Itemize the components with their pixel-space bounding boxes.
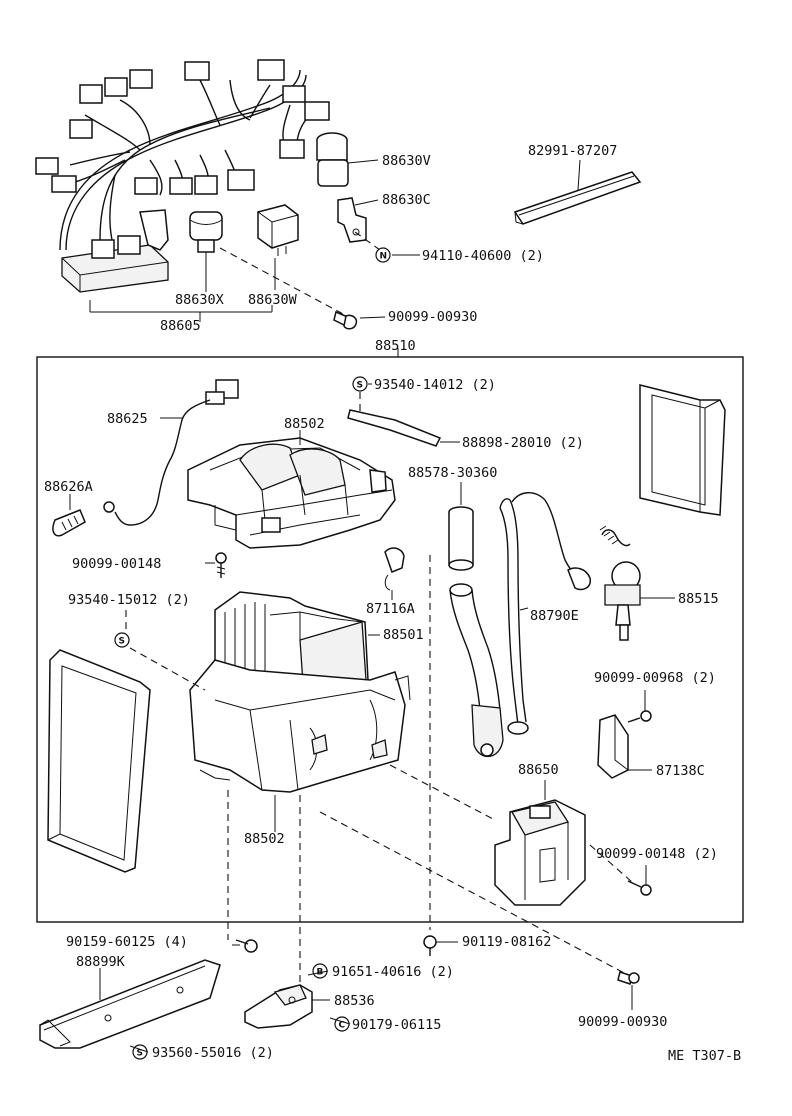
symbol-c: C bbox=[339, 1021, 346, 1031]
bolt-symbol-b-91651: B bbox=[312, 963, 328, 979]
screw-90099-00148-right bbox=[627, 865, 652, 896]
tube-88790E bbox=[499, 492, 591, 735]
symbol-s-3: S bbox=[137, 1049, 143, 1059]
clip-88626A bbox=[52, 494, 86, 537]
bolt-90159-60125 bbox=[235, 939, 258, 953]
valve-88515 bbox=[599, 525, 675, 641]
hose-88578-lower bbox=[449, 583, 504, 758]
sensor-88630V bbox=[316, 132, 379, 187]
label-90099-00148-right: 90099-00148 (2) bbox=[596, 846, 718, 862]
screw-symbol-s-93540-14012: S bbox=[352, 376, 368, 392]
screw-90099-00148-left bbox=[205, 552, 227, 578]
bracket-88899K bbox=[39, 959, 221, 1049]
label-90099-00968: 90099-00968 (2) bbox=[594, 670, 716, 686]
case-upper-88502 bbox=[187, 430, 396, 549]
label-90159-60125: 90159-60125 (4) bbox=[66, 934, 188, 950]
seal-frame-right bbox=[639, 384, 726, 516]
label-93540-14012: 93540-14012 (2) bbox=[374, 377, 496, 393]
label-88899K: 88899K bbox=[76, 954, 126, 970]
thermistor-88625 bbox=[103, 379, 239, 526]
label-87116A: 87116A bbox=[366, 601, 415, 617]
amplifier-88650 bbox=[494, 780, 586, 906]
label-88626A: 88626A bbox=[44, 479, 93, 495]
label-88630W: 88630W bbox=[248, 292, 298, 308]
screw-90099-00968 bbox=[627, 690, 652, 723]
clip-87116A bbox=[384, 547, 405, 600]
symbol-s-1: S bbox=[357, 381, 363, 391]
seal-frame-left bbox=[47, 649, 151, 873]
label-90099-00930-bottom: 90099-00930 bbox=[578, 1014, 667, 1030]
label-88650: 88650 bbox=[518, 762, 559, 778]
label-88501: 88501 bbox=[383, 627, 424, 643]
leaders-top bbox=[89, 231, 420, 322]
pipe-88578 bbox=[448, 482, 474, 571]
clip-symbol-c-90179: C bbox=[334, 1016, 350, 1032]
label-90099-00148-left: 90099-00148 bbox=[72, 556, 161, 572]
label-88898-28010: 88898-28010 (2) bbox=[462, 435, 584, 451]
seal-88898 bbox=[347, 409, 460, 447]
relay-88630W bbox=[257, 204, 299, 256]
label-93560-55016: 93560-55016 (2) bbox=[152, 1045, 274, 1061]
label-90179-06115: 90179-06115 bbox=[352, 1017, 441, 1033]
pressure-switch-88630X bbox=[189, 211, 223, 262]
label-82991-87207: 82991-87207 bbox=[528, 143, 617, 159]
label-leaders bbox=[129, 383, 372, 1053]
case-lower-88502 bbox=[189, 659, 411, 832]
label-88510: 88510 bbox=[375, 338, 416, 354]
label-91651-40616: 91651-40616 (2) bbox=[332, 964, 454, 980]
label-88625: 88625 bbox=[107, 411, 148, 427]
screw-symbol-s-93560: S bbox=[132, 1044, 148, 1060]
wire-harness-88605 bbox=[35, 59, 330, 293]
symbol-n: N bbox=[380, 252, 388, 262]
bracket-88630C bbox=[337, 197, 379, 243]
part-number-labels: 82991-87207 88630V 88630C 94110-40600 (2… bbox=[44, 143, 741, 1064]
dashed-leaders-main bbox=[227, 555, 629, 990]
bracket-88536 bbox=[244, 984, 330, 1029]
amplifier-87138C bbox=[597, 714, 652, 779]
protector-82991 bbox=[513, 159, 642, 225]
label-88605: 88605 bbox=[160, 318, 201, 334]
diagram-reference-code: ME T307-B bbox=[668, 1048, 741, 1064]
label-88630X: 88630X bbox=[175, 292, 224, 308]
assembly-frame-88510 bbox=[36, 356, 744, 923]
label-88502-top: 88502 bbox=[284, 416, 325, 432]
bolt-90119-08162 bbox=[423, 935, 458, 956]
label-88790E: 88790E bbox=[530, 608, 579, 624]
label-90119-08162: 90119-08162 bbox=[462, 934, 551, 950]
nut-symbol-n: N bbox=[375, 247, 391, 263]
label-88630C: 88630C bbox=[382, 192, 431, 208]
screw-symbol-s-93540-15012: S bbox=[114, 632, 130, 648]
label-88502-bottom: 88502 bbox=[244, 831, 285, 847]
bolt-90099-00930-bottom bbox=[617, 971, 640, 1010]
label-88630V: 88630V bbox=[382, 153, 431, 169]
bolt-90099-00930-top bbox=[333, 310, 358, 330]
label-94110-40600: 94110-40600 (2) bbox=[422, 248, 544, 264]
label-88536: 88536 bbox=[334, 993, 375, 1009]
label-88578-30360: 88578-30360 bbox=[408, 465, 497, 481]
label-93540-15012: 93540-15012 (2) bbox=[68, 592, 190, 608]
label-88515: 88515 bbox=[678, 591, 719, 607]
label-87138C: 87138C bbox=[656, 763, 705, 779]
symbol-s-2: S bbox=[119, 637, 125, 647]
label-90099-00930-top: 90099-00930 bbox=[388, 309, 477, 325]
